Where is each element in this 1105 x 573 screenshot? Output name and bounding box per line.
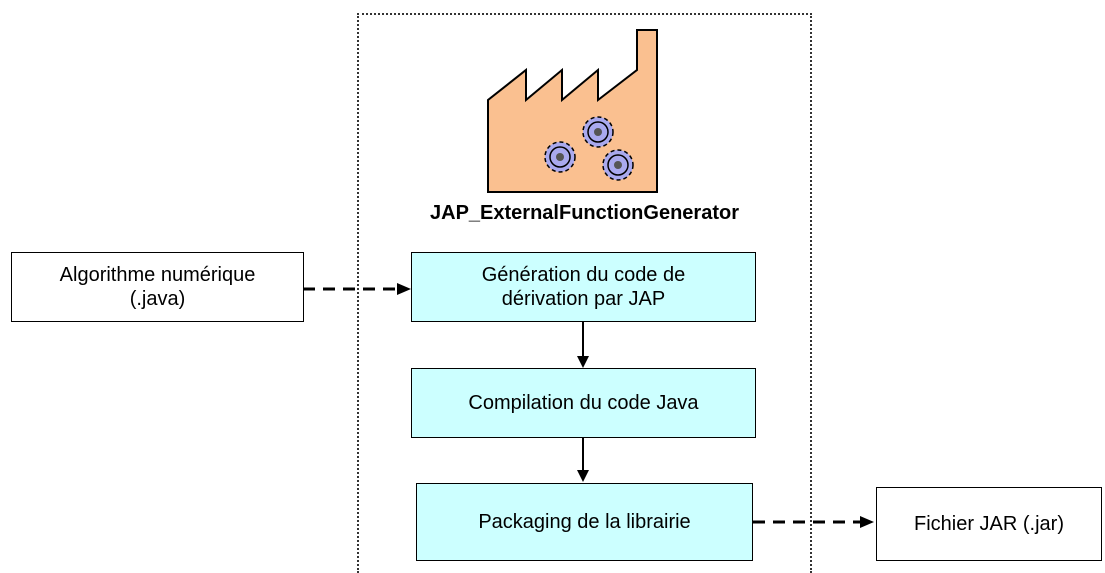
output-box: Fichier JAR (.jar) <box>876 487 1102 561</box>
input-arrow <box>303 283 411 295</box>
gear-icon <box>602 149 634 181</box>
step-compilation-box: Compilation du code Java <box>411 368 756 438</box>
step-arrow <box>577 322 589 368</box>
gear-icon <box>582 116 614 148</box>
input-label-line2: (.java) <box>129 288 186 310</box>
step-packaging-label: Packaging de la librairie <box>478 511 691 533</box>
step-compilation-label: Compilation du code Java <box>468 392 699 414</box>
input-box: Algorithme numérique (.java) <box>11 252 304 322</box>
output-label: Fichier JAR (.jar) <box>913 513 1064 535</box>
input-label-line1: Algorithme numérique <box>59 264 256 286</box>
generator-container <box>357 13 812 573</box>
gear-icon <box>544 141 576 173</box>
step-generation-line2: dérivation par JAP <box>501 288 666 310</box>
step-arrow <box>577 438 589 482</box>
generator-title: JAP_ExternalFunctionGenerator <box>430 202 739 224</box>
step-packaging-box: Packaging de la librairie <box>416 483 753 561</box>
step-generation-line1: Génération du code de <box>481 264 686 286</box>
step-generation-box: Génération du code de dérivation par JAP <box>411 252 756 322</box>
output-arrow <box>753 516 874 528</box>
